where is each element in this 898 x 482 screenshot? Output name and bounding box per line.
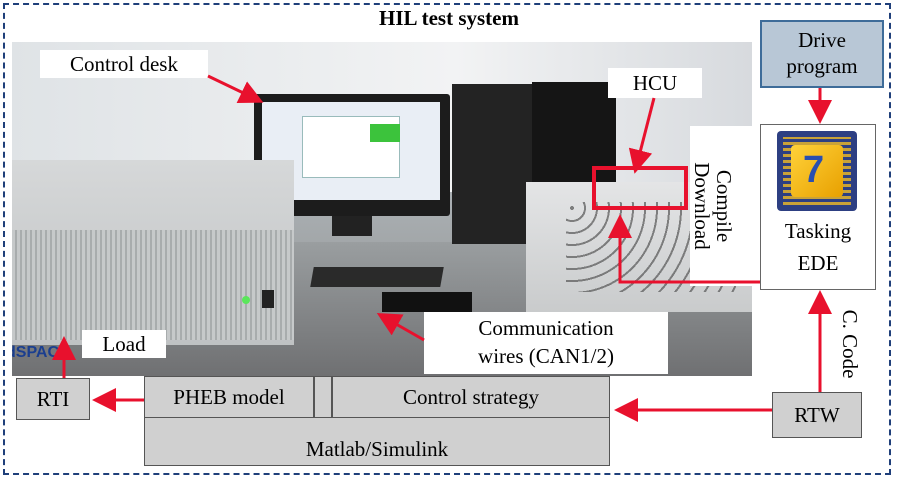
tasking-line1: Tasking xyxy=(784,219,852,243)
rti-box: RTI xyxy=(16,378,90,420)
pheb-model-box: PHEB model xyxy=(144,376,314,418)
compile-download-label: Compile Download xyxy=(690,126,758,286)
rtw-box: RTW xyxy=(772,392,862,438)
chip-icon: 7 xyxy=(777,131,857,211)
power-switch xyxy=(262,290,274,308)
chip-glyph: 7 xyxy=(803,149,825,191)
comm-wires-arrow xyxy=(376,313,425,342)
monitor xyxy=(254,94,450,216)
dspace-logo-text: dSPAC xyxy=(12,344,60,361)
model-divider xyxy=(314,376,332,418)
pc-tower-2 xyxy=(452,84,532,244)
hcu-label: HCU xyxy=(608,68,702,98)
drive-program-box: Drive program xyxy=(760,20,884,88)
monitor-stand xyxy=(332,216,372,236)
dspace-vent xyxy=(12,230,294,340)
drive-program-line2: program xyxy=(786,54,858,78)
comm-wires-label: Communication wires (CAN1/2) xyxy=(424,312,668,374)
desk-tray xyxy=(382,292,472,312)
dashed-border xyxy=(3,3,891,475)
matlab-simulink-label: Matlab/Simulink xyxy=(305,437,449,461)
control-desk-arrow xyxy=(207,74,264,104)
download-arrow xyxy=(608,214,760,284)
hcu-highlight xyxy=(592,166,688,210)
tasking-line2: EDE xyxy=(797,251,839,275)
control-desk-label: Control desk xyxy=(40,50,208,78)
load-label: Load xyxy=(82,330,166,358)
power-led xyxy=(242,296,250,304)
hcu-arrow xyxy=(628,97,656,174)
tasking-ede-box: 7 Tasking EDE xyxy=(760,124,876,290)
comm-wires-line2: wires (CAN1/2) xyxy=(478,344,614,368)
diagram-title: HIL test system xyxy=(379,6,519,30)
screen-green-block xyxy=(370,124,400,142)
control-strategy-box: Control strategy xyxy=(332,376,610,418)
chip-body xyxy=(791,145,843,197)
drive-program-line1: Drive xyxy=(798,28,846,52)
comm-wires-line1: Communication xyxy=(478,316,614,340)
dspace-unit xyxy=(12,160,294,345)
monitor-screen xyxy=(262,102,440,200)
